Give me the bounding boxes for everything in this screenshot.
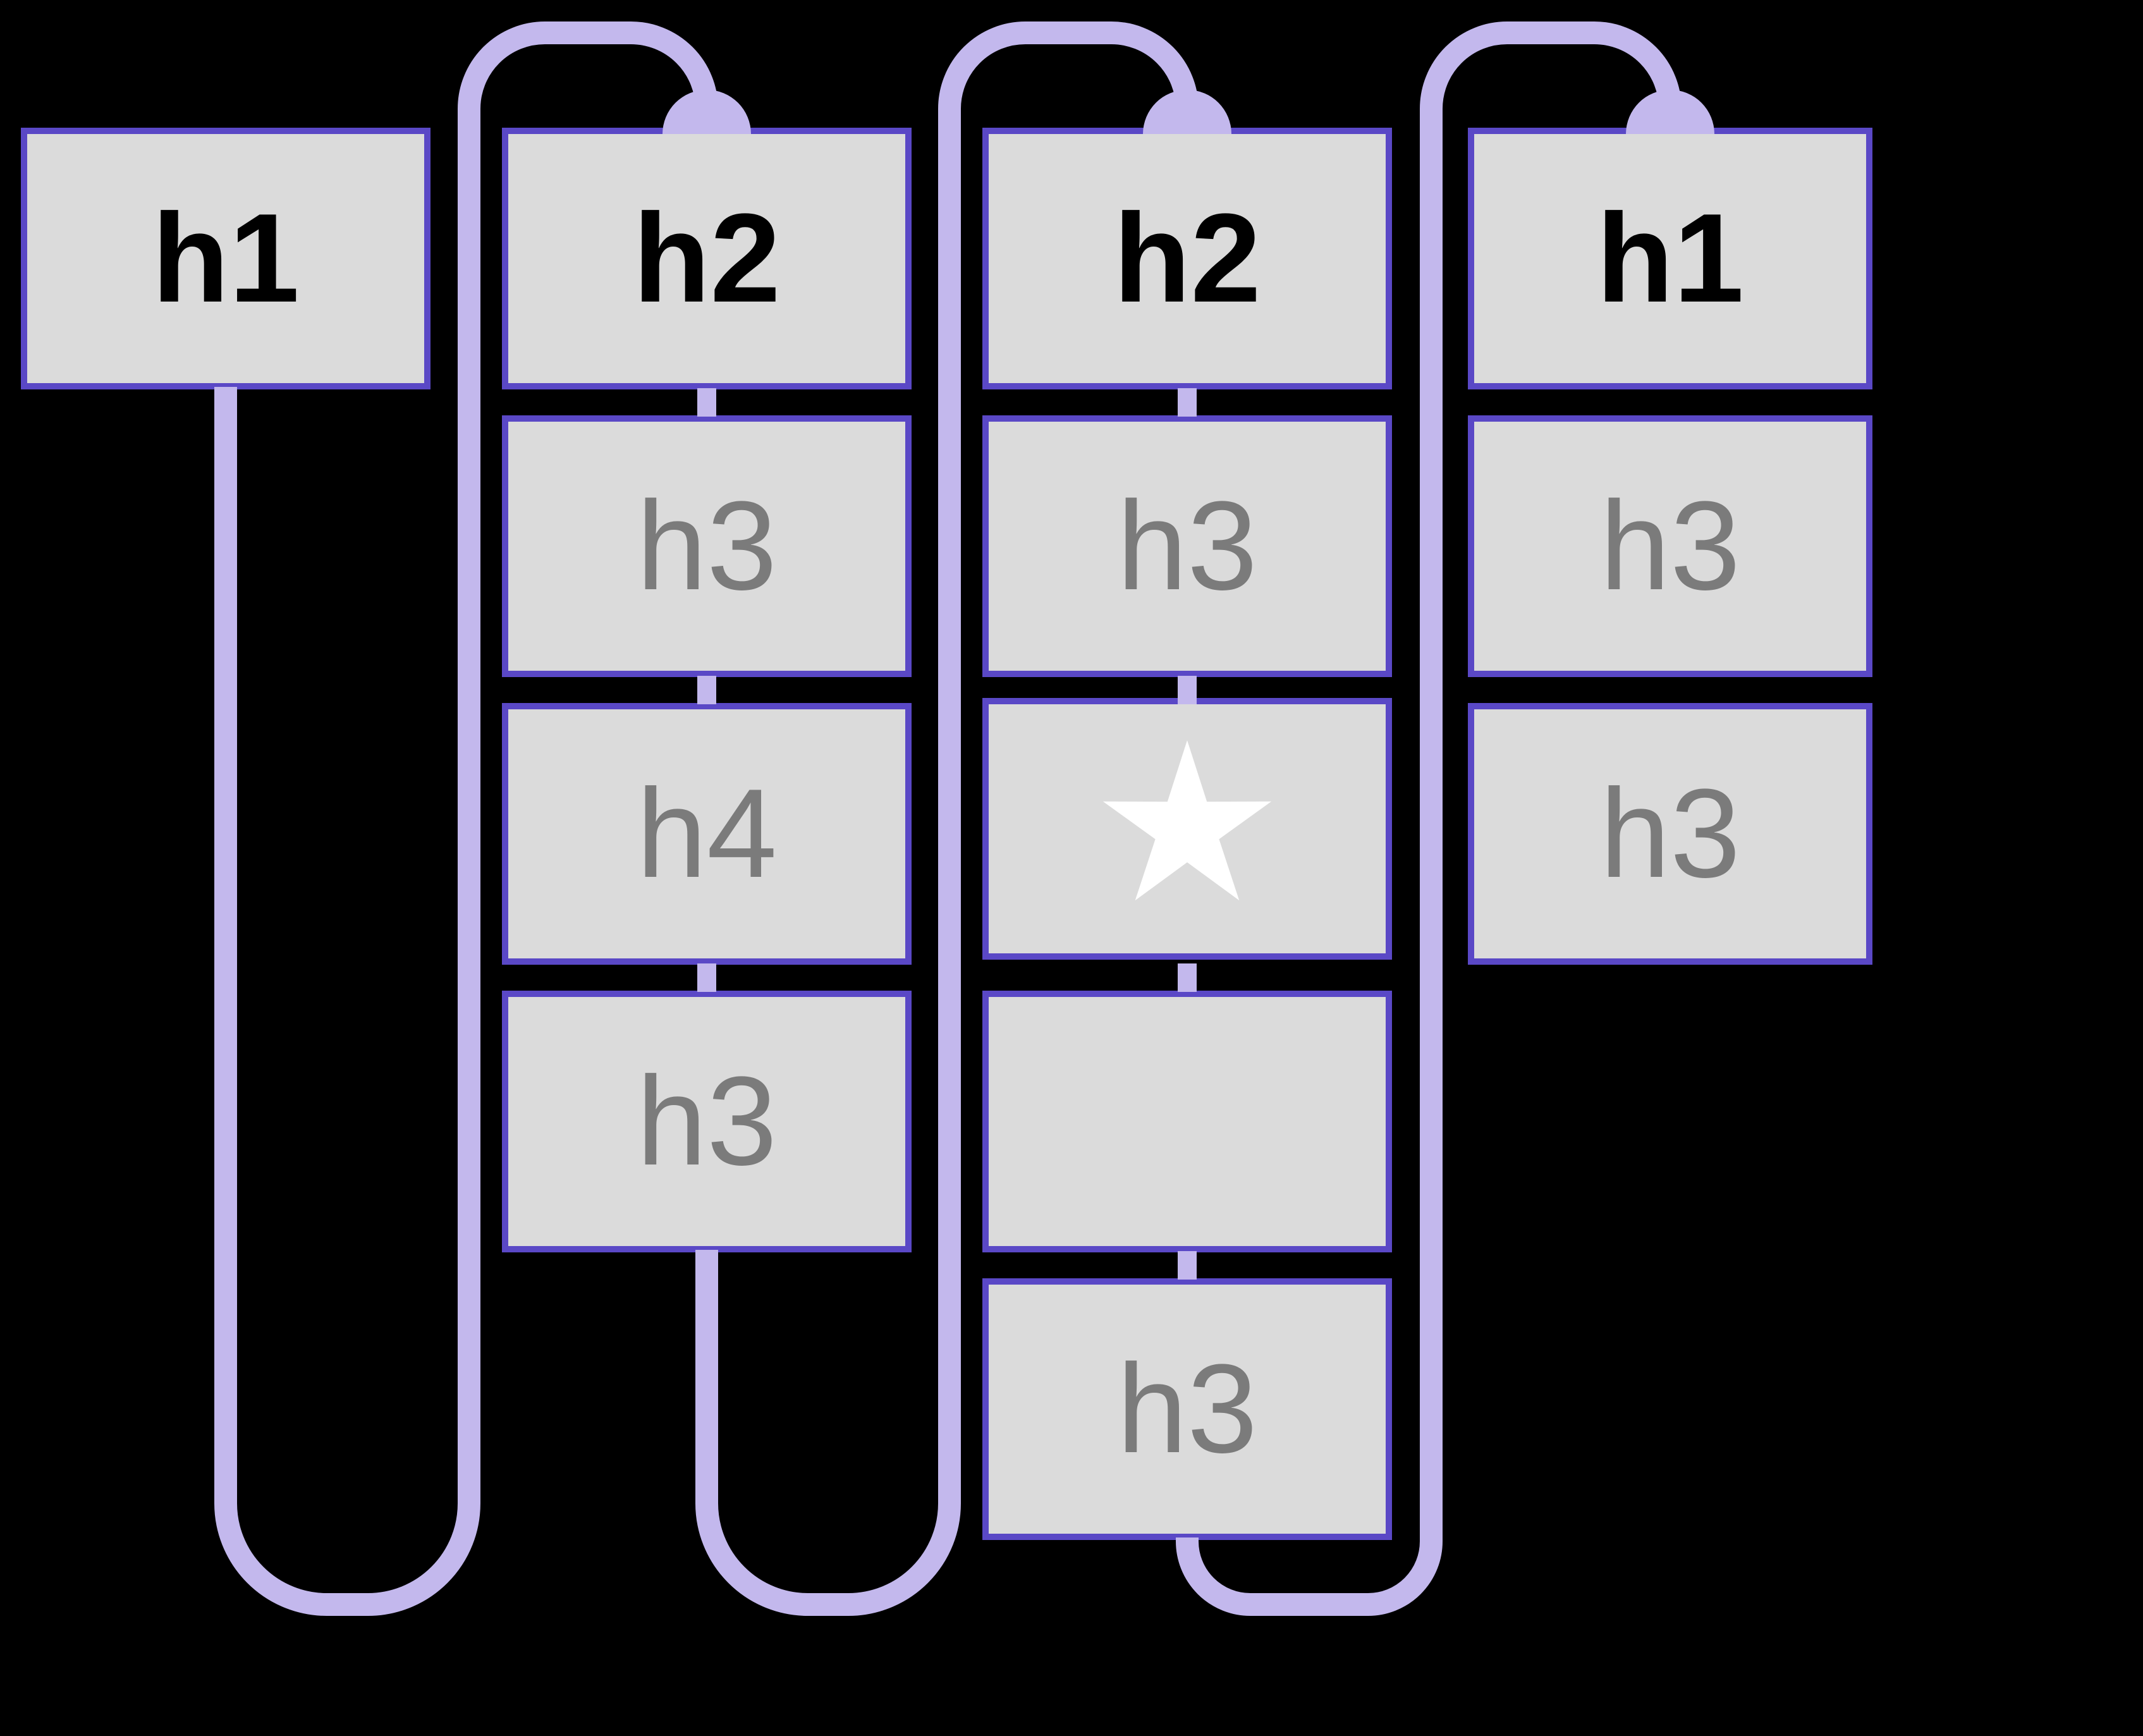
heading-box-h1: h1: [1468, 128, 1872, 389]
current-position-box: [982, 698, 1392, 960]
heading-box-h4: h4: [502, 703, 912, 965]
heading-label: h4: [636, 763, 778, 904]
heading-label: h3: [636, 475, 778, 616]
empty-box: [982, 991, 1392, 1252]
star-icon: [1102, 740, 1272, 901]
heading-box-h3: h3: [982, 415, 1392, 677]
heading-box-h3: h3: [1468, 703, 1872, 965]
heading-box-h3: h3: [502, 991, 912, 1252]
connector-stub: [1178, 1251, 1197, 1280]
heading-label: h3: [1599, 475, 1741, 616]
heading-label: h1: [152, 188, 300, 329]
heading-box-h3: h3: [982, 1278, 1392, 1540]
heading-label: h2: [633, 188, 781, 329]
heading-label: h1: [1596, 188, 1744, 329]
heading-box-h2: h2: [982, 128, 1392, 389]
heading-label: h3: [636, 1051, 778, 1192]
heading-box-h1: h1: [21, 128, 430, 389]
heading-label: h3: [1599, 763, 1741, 904]
heading-box-h3: h3: [502, 415, 912, 677]
connector-stub: [1178, 963, 1197, 992]
heading-label: h3: [1116, 475, 1258, 616]
heading-label: h3: [1116, 1338, 1258, 1479]
heading-box-h3: h3: [1468, 415, 1872, 677]
heading-label: h2: [1113, 188, 1261, 329]
connector-stub: [697, 388, 716, 417]
connector-stub: [697, 676, 716, 704]
heading-box-h2: h2: [502, 128, 912, 389]
connector-stub: [697, 963, 716, 992]
connector-stub: [1178, 388, 1197, 417]
